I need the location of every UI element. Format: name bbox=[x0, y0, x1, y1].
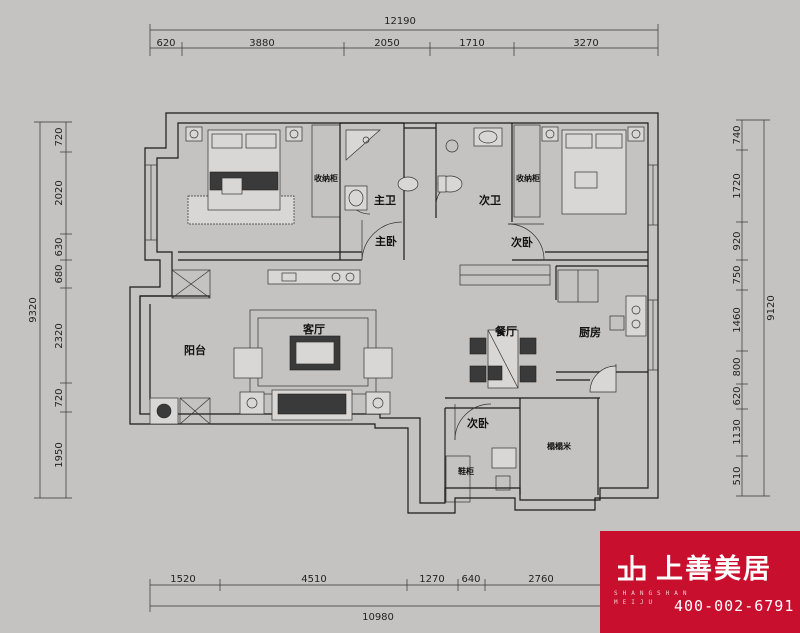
dim-bottom-seg: 2760 bbox=[528, 574, 553, 585]
dim-left-seg: 2020 bbox=[54, 180, 65, 205]
label-storage-right: 收纳柜 bbox=[516, 173, 540, 183]
dim-left-total: 9320 bbox=[28, 297, 39, 322]
dim-bottom-seg: 4510 bbox=[301, 574, 326, 585]
living-room-furniture bbox=[233, 269, 393, 421]
label-dining-room: 餐厅 bbox=[494, 324, 517, 338]
dim-right-seg: 750 bbox=[732, 265, 743, 284]
second-bath-fixtures bbox=[437, 127, 503, 193]
dim-right-seg: 1460 bbox=[732, 307, 743, 332]
dim-right-seg: 920 bbox=[732, 231, 743, 250]
dim-top-seg: 2050 bbox=[374, 38, 399, 49]
label-tatami: 榻榻米 bbox=[547, 441, 572, 451]
label-kitchen: 厨房 bbox=[579, 325, 601, 339]
dim-left-seg: 720 bbox=[54, 127, 65, 146]
right-dimension-lines bbox=[736, 119, 770, 497]
dim-left-seg: 1950 bbox=[54, 442, 65, 467]
dim-right-seg: 800 bbox=[732, 357, 743, 376]
dim-right-total: 9120 bbox=[766, 295, 777, 320]
master-bed bbox=[185, 126, 303, 225]
label-third-bedroom: 次卧 bbox=[467, 416, 489, 430]
brand-phone: 400-002-6791 bbox=[674, 597, 795, 615]
kitchen-fixtures bbox=[557, 269, 647, 393]
dim-top-seg: 1710 bbox=[459, 38, 484, 49]
brand-mark-icon bbox=[618, 555, 646, 581]
dim-left-seg: 720 bbox=[54, 388, 65, 407]
dim-bottom-seg: 640 bbox=[461, 574, 480, 585]
dim-top-total: 12190 bbox=[384, 16, 416, 27]
left-dimension-lines bbox=[34, 121, 72, 499]
dim-right-seg: 740 bbox=[732, 125, 743, 144]
label-storage-left: 收纳柜 bbox=[314, 173, 338, 183]
master-bath-fixtures bbox=[344, 129, 419, 211]
dim-left-seg: 680 bbox=[54, 264, 65, 283]
dim-top-seg: 3270 bbox=[573, 38, 598, 49]
label-master-bath: 主卫 bbox=[374, 193, 396, 207]
dining-furniture bbox=[459, 264, 551, 389]
label-balcony: 阳台 bbox=[184, 343, 206, 357]
third-bedroom-furniture bbox=[445, 447, 517, 503]
dim-left-seg: 2320 bbox=[54, 323, 65, 348]
dim-right-seg: 1720 bbox=[732, 173, 743, 198]
brand-name: 上善美居 bbox=[656, 554, 772, 585]
top-dimension-lines bbox=[149, 24, 659, 56]
label-second-bedroom: 次卧 bbox=[511, 235, 533, 249]
label-shoe-cabinet: 鞋柜 bbox=[458, 466, 474, 476]
label-master-bedroom: 主卧 bbox=[375, 234, 397, 248]
label-second-bath: 次卫 bbox=[479, 193, 501, 207]
dim-left-seg: 630 bbox=[54, 237, 65, 256]
brand-logo: 上善美居 SHANGSHAN MEIJU 400-002-6791 bbox=[600, 531, 800, 633]
dim-top-seg: 3880 bbox=[249, 38, 274, 49]
dim-right-seg: 510 bbox=[732, 466, 743, 485]
windows bbox=[145, 164, 658, 371]
balcony-fixtures bbox=[149, 269, 211, 425]
dim-bottom-total: 10980 bbox=[362, 612, 394, 623]
dim-right-seg: 1130 bbox=[732, 419, 743, 444]
label-living-room: 客厅 bbox=[302, 322, 325, 336]
second-bed bbox=[541, 126, 645, 215]
dim-bottom-seg: 1520 bbox=[170, 574, 195, 585]
dim-top-seg: 620 bbox=[156, 38, 175, 49]
exterior-walls bbox=[129, 112, 659, 514]
dim-bottom-seg: 1270 bbox=[419, 574, 444, 585]
dim-right-seg: 620 bbox=[732, 386, 743, 405]
brand-pinyin: SHANGSHAN MEIJU bbox=[614, 590, 692, 606]
